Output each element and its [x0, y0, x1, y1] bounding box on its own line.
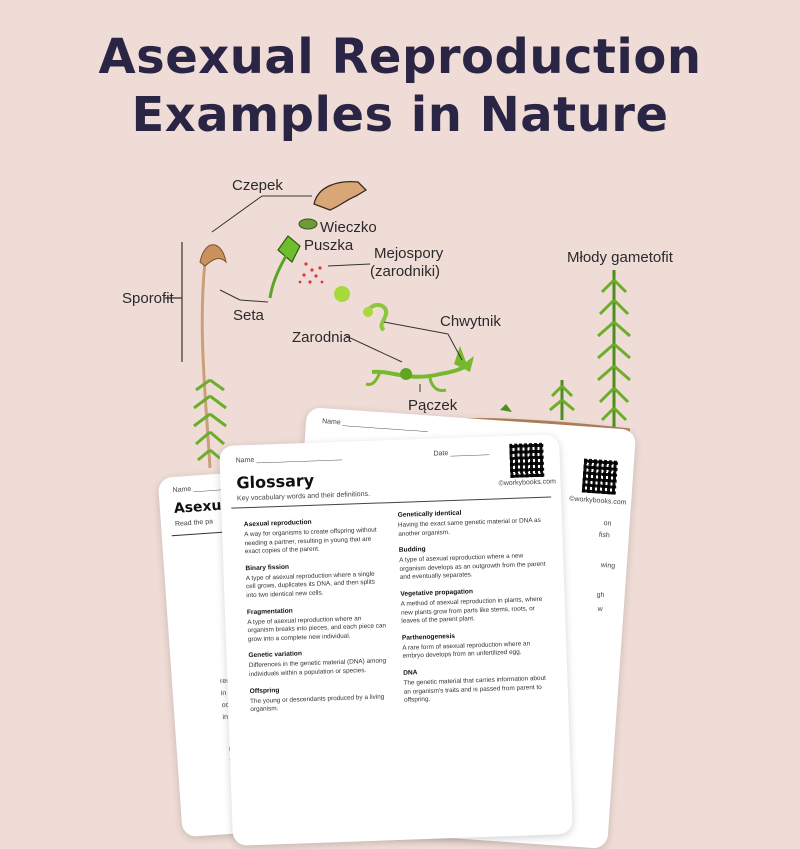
label-paczek: Pączek: [408, 397, 458, 414]
glossary-worksheet[interactable]: Name ______________________ Date _______…: [219, 434, 573, 846]
label-zarodnia: Zarodnia: [292, 329, 352, 346]
glossary-entry: Binary fission A type of asexual reprodu…: [245, 560, 386, 601]
tiny-bud: [500, 404, 512, 412]
seta-line-1: [239, 299, 269, 303]
glossary-entry: Offspring The young or descendants produ…: [250, 683, 391, 715]
spores-dots: [298, 262, 324, 284]
glossary-entry: DNA The genetic material that carries in…: [403, 665, 552, 706]
page-title: Asexual Reproduction Examples in Nature: [0, 28, 800, 144]
label-puszka: Puszka: [304, 237, 354, 254]
seta-line-2: [219, 289, 241, 301]
moss-lifecycle-diagram: Czepek Wieczko Puszka Mejospory (zarodni…: [122, 177, 674, 469]
title-line-1: Asexual Reproduction: [98, 29, 702, 85]
glossary-entry: Asexual reproduction A way for organisms…: [244, 516, 385, 557]
glossary-entry: Parthenogenesis A rare form of asexual r…: [402, 629, 551, 661]
glossary-title: Glossary: [236, 470, 315, 493]
back-frag-2: wing: [600, 561, 616, 570]
zarodnia-line: [345, 335, 403, 363]
left-sheet-subtitle: Read the pa: [174, 518, 214, 529]
protonema-filament: [371, 362, 472, 379]
glossary-definition: The genetic material that carries inform…: [403, 674, 547, 704]
glossary-definition: The young or descendants produced by a l…: [249, 692, 385, 714]
chwytnik-line-1: [383, 321, 449, 335]
label-mejospory: Mejospory: [374, 245, 444, 262]
protonema-shape: [364, 303, 389, 332]
left-frag-g: in: [222, 713, 229, 722]
glossary-definition: A method of asexual reproduction in plan…: [400, 595, 543, 625]
back-name-label: Name: [321, 418, 341, 427]
glossary-definition: A type of asexual reproduction where a n…: [399, 552, 546, 582]
glossary-name-label: Name: [235, 456, 255, 465]
protonema-bud: [363, 307, 373, 317]
seta-stalk: [200, 261, 212, 469]
czepek-line-2: [211, 195, 263, 233]
protonema-branch-2: [428, 377, 447, 392]
glossary-date-label: Date: [433, 450, 449, 458]
protonema-branch: [365, 371, 382, 386]
glossary-definition: A rare form of asexual reproduction wher…: [402, 640, 531, 661]
mejospory-line: [327, 263, 371, 267]
label-chwytnik: Chwytnik: [440, 313, 501, 330]
glossary-left-column: Asexual reproduction A way for organisms…: [243, 508, 390, 714]
glossary-subtitle: Key vocabulary words and their definitio…: [236, 490, 371, 503]
left-name-label: Name: [172, 485, 192, 495]
operculum-shape: [298, 218, 318, 230]
label-wieczko: Wieczko: [320, 219, 377, 236]
glossary-entry: Budding A type of asexual reproduction w…: [399, 542, 548, 583]
bud-leaves: [454, 346, 474, 372]
back-site: ©workybooks.com: [569, 495, 627, 507]
label-zarodniki: (zarodniki): [370, 263, 440, 280]
left-sheet-title: Asexu: [173, 497, 223, 518]
glossary-entry: Vegetative propagation A method of asexu…: [400, 586, 549, 627]
label-czepek: Czepek: [232, 177, 283, 194]
glossary-entry: Fragmentation A type of asexual reproduc…: [247, 604, 388, 645]
back-frag-4: w: [597, 605, 603, 614]
glossary-definition: A way for organisms to create offspring …: [244, 526, 377, 556]
glossary-entry: Genetically identical Having the exact s…: [398, 507, 547, 539]
glossary-site: ©workybooks.com: [498, 478, 556, 488]
capsule-shape: [277, 235, 301, 263]
glossary-definition: Differences in the genetic material (DNA…: [248, 657, 387, 679]
sporofit-leaves: [193, 378, 227, 462]
glossary-definition: Having the exact same genetic material o…: [397, 516, 541, 538]
label-mlody-gametofit: Młody gametofit: [567, 249, 674, 266]
glossary-qr-code: [509, 442, 545, 478]
label-seta: Seta: [233, 307, 265, 324]
glossary-definition: A type of asexual reproduction where an …: [247, 614, 387, 643]
capsule-top: [199, 244, 227, 267]
back-qr-code: [581, 458, 619, 495]
small-gametophyte-leaves: [549, 384, 575, 412]
back-frag-1: fish: [598, 531, 610, 540]
glossary-right-column: Genetically identical Having the exact s…: [397, 499, 552, 706]
glossary-entry: Genetic variation Differences in the gen…: [248, 648, 389, 680]
calyptra-shape: [313, 180, 368, 211]
label-sporofit: Sporofit: [122, 290, 175, 307]
chwytnik-line-2: [447, 333, 463, 361]
capsule-stalk: [268, 255, 288, 299]
back-frag-3: gh: [596, 591, 605, 600]
glossary-definition: A type of asexual reproduction where a s…: [245, 570, 376, 600]
title-line-2: Examples in Nature: [131, 87, 669, 143]
back-frag-5: on: [603, 519, 612, 528]
bud-node: [400, 368, 412, 380]
spore-shape: [334, 286, 350, 302]
gametophyte-leaves: [597, 278, 631, 422]
